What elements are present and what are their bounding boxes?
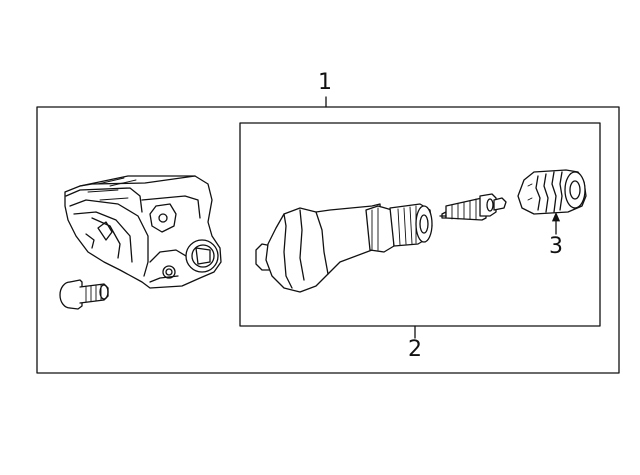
cap-leader-arrow	[551, 212, 561, 235]
callout-sub-assembly-number: 2	[408, 337, 422, 362]
valve-cap-illustration	[517, 169, 587, 215]
callout-cap-number: 3	[549, 234, 563, 259]
callout-assembly-number: 1	[318, 70, 332, 95]
valve-stem-illustration	[255, 203, 433, 293]
valve-core-illustration	[439, 193, 507, 221]
screw-illustration	[59, 279, 109, 310]
tpms-sensor-illustration	[64, 175, 222, 289]
sub-assembly-frame	[239, 122, 601, 327]
assembly-frame	[36, 106, 620, 374]
